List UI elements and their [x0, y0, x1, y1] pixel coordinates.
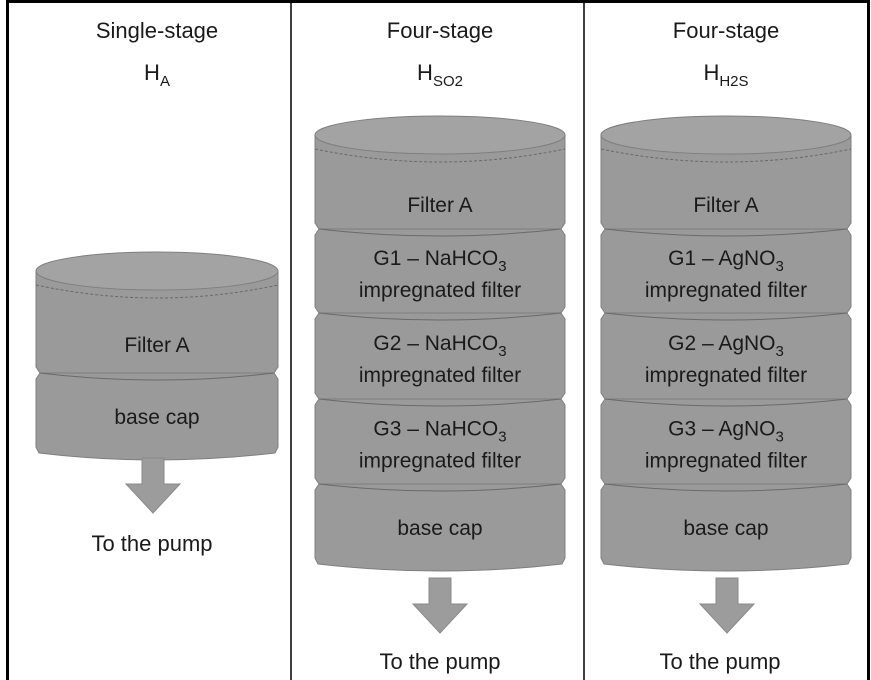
stage-label: Filter A	[407, 194, 472, 217]
stage-label-subscript: 3	[498, 343, 506, 360]
stage-label: G1 – NaHCO3	[373, 247, 506, 275]
outer-border	[6, 0, 870, 680]
stage-label-text: G2 – AgNO	[668, 332, 775, 355]
stage-body	[600, 483, 852, 572]
stage-label-subscript: 3	[498, 258, 506, 275]
holder-letter: H	[144, 60, 160, 85]
stage-label-text: G3 – AgNO	[668, 418, 775, 441]
stage-separator	[604, 398, 848, 407]
stage-label-line2: impregnated filter	[645, 279, 807, 302]
stage-separator	[318, 228, 562, 237]
holder-top	[314, 115, 566, 155]
stage-separator	[604, 228, 848, 237]
holder-letter: H	[417, 60, 433, 85]
column-title: Four-stage	[673, 18, 779, 43]
stage-separator	[318, 398, 562, 407]
stage-label-text: Filter A	[124, 334, 189, 357]
stage-label-text: base cap	[397, 517, 482, 540]
holder-top	[600, 115, 852, 155]
stage-label-line2: impregnated filter	[359, 279, 521, 302]
down-arrow-icon	[698, 577, 756, 634]
stage-separator	[39, 372, 275, 381]
stage-label: Filter A	[124, 334, 189, 357]
stage-body	[314, 228, 566, 321]
lid-rim	[314, 148, 566, 163]
holder-label: HSO2	[417, 60, 463, 90]
stage-body	[600, 312, 852, 407]
stage-label: base cap	[683, 517, 768, 540]
lid-rim	[600, 148, 852, 163]
stage-body	[600, 228, 852, 321]
down-arrow-icon	[124, 457, 182, 514]
stage-label: G3 – NaHCO3	[373, 418, 506, 446]
column-title: Four-stage	[387, 18, 493, 43]
column-single-stage: Single-stage HA Filter A base cap To the …	[35, 18, 279, 556]
stage-separator	[604, 312, 848, 321]
stage-label: G2 – AgNO3	[668, 332, 784, 360]
stage-label-subscript: 3	[776, 343, 784, 360]
holder-letter: H	[703, 60, 719, 85]
stage-body	[314, 398, 566, 492]
column-four-stage-so2: Four-stage HSO2 Filter AG1 – NaHCO3impre…	[314, 18, 566, 674]
stage-label-line2: impregnated filter	[645, 364, 807, 387]
column-four-stage-h2s: Four-stage HH2S Filter AG1 – AgNO3impreg…	[600, 18, 852, 674]
stage-label-line2: impregnated filter	[359, 364, 521, 387]
stage-label-text: G3 – NaHCO	[373, 418, 498, 441]
filter-stack: Filter A base cap	[35, 251, 279, 461]
stage-body	[314, 483, 566, 572]
stage-body	[314, 312, 566, 407]
stage-separator	[318, 483, 562, 492]
stage-label-text: G2 – NaHCO	[373, 332, 498, 355]
stage-body	[600, 398, 852, 492]
holder-top	[35, 251, 279, 291]
stage-label: G2 – NaHCO3	[373, 332, 506, 360]
holder-subscript: H2S	[719, 73, 748, 90]
stage-separator	[604, 483, 848, 492]
pump-label: To the pump	[659, 649, 780, 674]
stage-label-text: G1 – AgNO	[668, 247, 775, 270]
holder-label: HH2S	[703, 60, 748, 90]
column-title: Single-stage	[96, 18, 218, 43]
stage-label-subscript: 3	[776, 258, 784, 275]
pump-label: To the pump	[91, 531, 212, 556]
holder-subscript: A	[160, 73, 170, 90]
stage-label-subscript: 3	[776, 429, 784, 446]
stage-label-text: G1 – NaHCO	[373, 247, 498, 270]
stage-label-subscript: 3	[498, 429, 506, 446]
stage-label: Filter A	[693, 194, 758, 217]
stage-label-line2: impregnated filter	[359, 450, 521, 473]
stage-label: G3 – AgNO3	[668, 418, 784, 446]
pump-label: To the pump	[379, 649, 500, 674]
stage-label-text: base cap	[683, 517, 768, 540]
stage-label-text: base cap	[114, 406, 199, 429]
stage-label-line2: impregnated filter	[645, 450, 807, 473]
stage-label: G1 – AgNO3	[668, 247, 784, 275]
stage-label-text: Filter A	[407, 194, 472, 217]
lid-rim	[35, 284, 279, 299]
stage-label: base cap	[397, 517, 482, 540]
stage-label-text: Filter A	[693, 194, 758, 217]
holder-label: HA	[144, 60, 170, 90]
stage-label: base cap	[114, 406, 199, 429]
holder-subscript: SO2	[433, 73, 463, 90]
down-arrow-icon	[411, 577, 469, 634]
stage-separator	[318, 312, 562, 321]
